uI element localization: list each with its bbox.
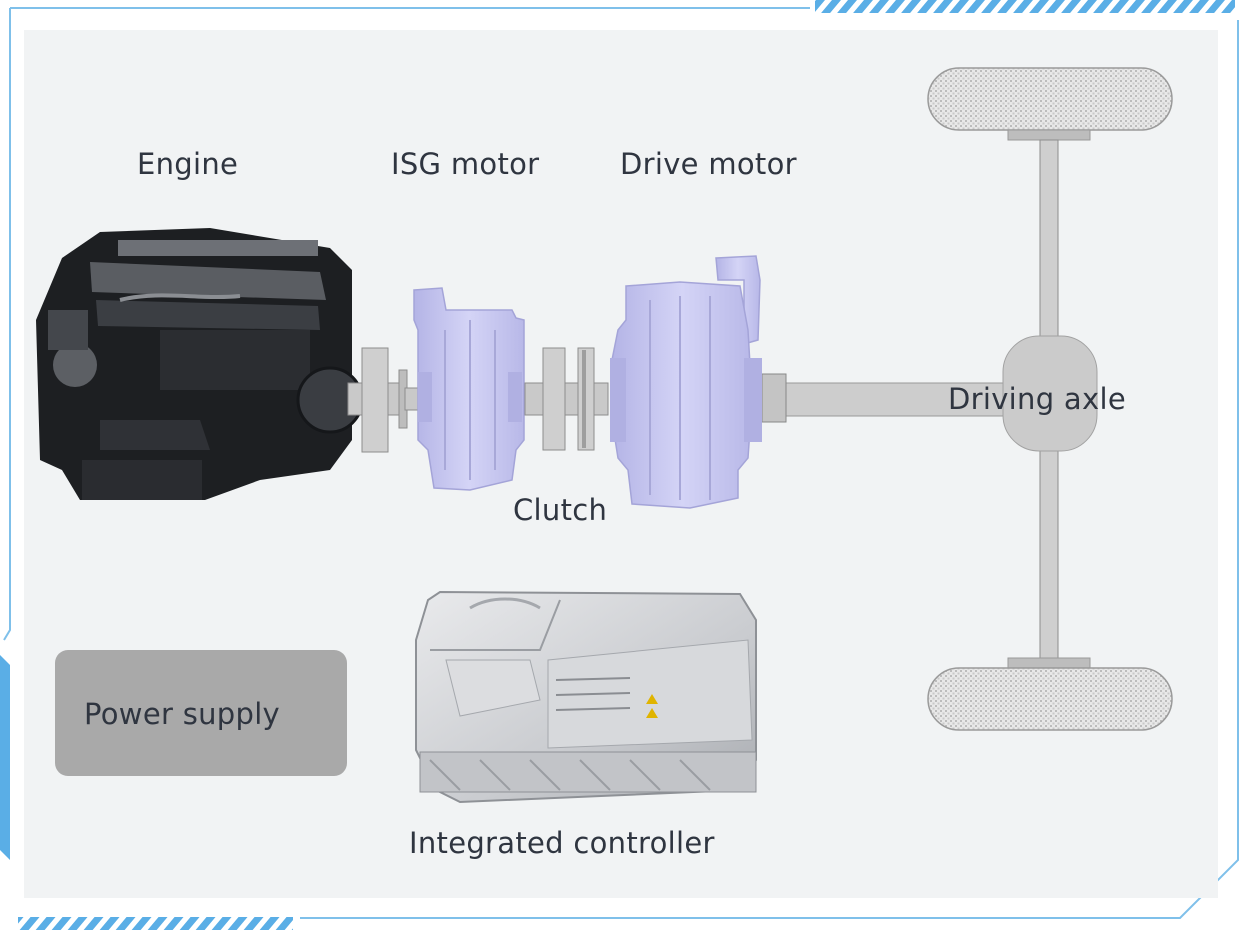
clutch-label: Clutch xyxy=(513,493,608,527)
drive-motor-label: Drive motor xyxy=(620,147,797,181)
propeller-shaft xyxy=(784,382,1008,417)
clutch-illustration xyxy=(524,347,609,451)
differential-housing xyxy=(1002,335,1098,452)
output-flange xyxy=(761,373,787,423)
engine-illustration xyxy=(36,228,364,500)
rear-axle-shaft xyxy=(1039,447,1059,661)
integrated-controller-illustration xyxy=(415,590,757,804)
driving-axle-label: Driving axle xyxy=(948,382,1126,416)
engine-coupling xyxy=(347,347,420,453)
integrated-controller-label: Integrated controller xyxy=(409,826,715,860)
axle-assembly xyxy=(761,67,1173,731)
isg-motor-illustration xyxy=(413,287,525,491)
front-hub xyxy=(1007,129,1091,141)
rear-wheel xyxy=(927,667,1173,731)
power-supply-box xyxy=(55,650,347,776)
front-axle-shaft xyxy=(1039,139,1059,339)
rear-hub xyxy=(1007,657,1091,669)
power-supply-label: Power supply xyxy=(84,697,281,731)
front-wheel xyxy=(927,67,1173,131)
drive-motor-illustration xyxy=(610,255,762,509)
engine-label: Engine xyxy=(137,147,239,181)
isg-motor-label: ISG motor xyxy=(391,147,540,181)
